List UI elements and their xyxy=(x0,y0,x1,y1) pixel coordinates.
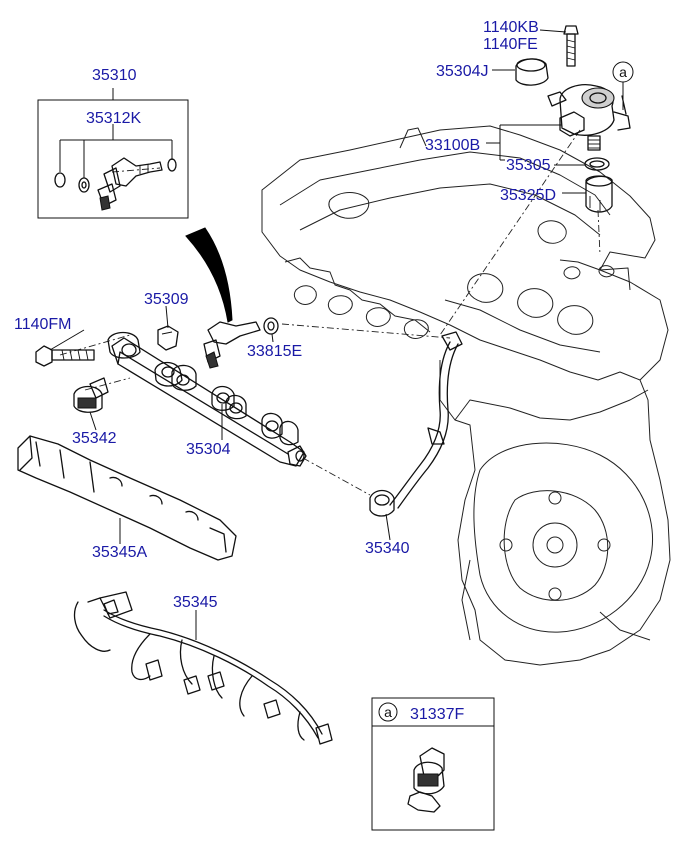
label-35305: 35305 xyxy=(506,157,551,174)
label-35304J: 35304J xyxy=(436,63,489,80)
label-35310: 35310 xyxy=(92,67,137,84)
label-35345: 35345 xyxy=(173,594,218,611)
label-1140KB: 1140KB xyxy=(483,19,539,36)
label-33815E: 33815E xyxy=(247,343,302,360)
label-1140FE: 1140FE xyxy=(483,36,538,53)
fuel-rail-assembly xyxy=(35,317,307,467)
label-1140FM: 1140FM xyxy=(14,316,72,333)
assembly-guide-lines xyxy=(59,129,601,496)
label-35312K: 35312K xyxy=(86,110,141,127)
rail-cover xyxy=(17,435,237,561)
callout-letter-a-top: a xyxy=(619,64,627,80)
part-number-labels: 1140KB 1140FE 35304J 33100B 35305 35325D… xyxy=(14,19,627,723)
label-35342: 35342 xyxy=(72,430,117,447)
label-35304: 35304 xyxy=(186,441,231,458)
label-35340: 35340 xyxy=(365,540,410,557)
injector-kit-box xyxy=(37,88,189,219)
label-31337F: 31337F xyxy=(410,706,464,723)
label-35325D: 35325D xyxy=(500,187,556,204)
injector-wiring-harness xyxy=(73,591,333,745)
big-pointer-arrow xyxy=(185,227,233,323)
callout-letter-a-box: a xyxy=(384,704,392,720)
detail-box-a xyxy=(371,697,495,831)
high-pressure-fuel-pump xyxy=(515,25,631,213)
label-35345A: 35345A xyxy=(92,544,147,561)
engine-block-illustration xyxy=(261,125,671,666)
high-pressure-fuel-pipe xyxy=(369,331,463,517)
label-35309: 35309 xyxy=(144,291,189,308)
label-33100B: 33100B xyxy=(425,137,480,154)
label-leader-lines xyxy=(49,29,586,640)
